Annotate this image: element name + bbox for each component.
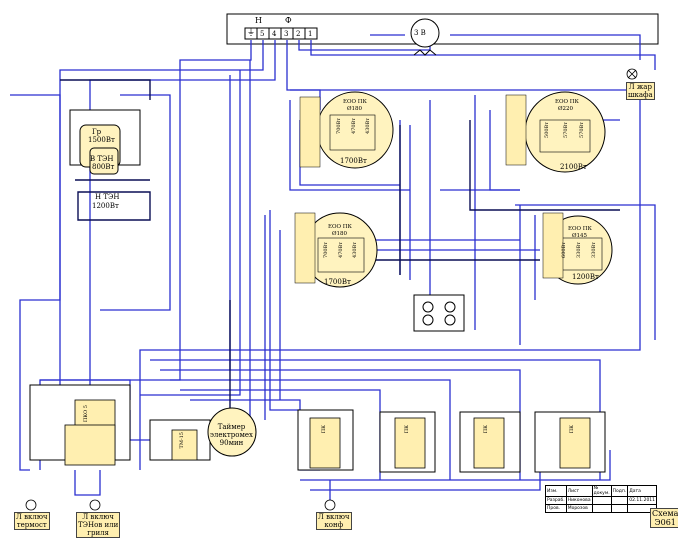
burner-1-coil-3: 430Вт <box>365 118 371 134</box>
oven-elements <box>69 109 151 221</box>
grill-label: Гр <box>92 128 102 136</box>
burner-4-type: ЕОО ПК <box>568 226 592 232</box>
tb-cell: Пров. <box>545 504 567 513</box>
tb-cell: Изм. <box>545 485 567 497</box>
bottom-element-power: 1200Вт <box>92 202 119 210</box>
burner-switch-3-label: ПК <box>483 425 489 434</box>
title-block: Изм. Лист № докум. Подп. Дата Разраб. Ни… <box>545 485 658 513</box>
burner-1-power: 1700Вт <box>340 157 367 165</box>
burner-1-diameter: Ø180 <box>347 106 363 112</box>
fan-motor <box>410 18 440 56</box>
burner-3-coil-2: 470Вт <box>338 242 344 258</box>
burner-2-coil-1: 500Вт <box>544 122 550 138</box>
terminal-pin-1: 1 <box>308 30 313 38</box>
tb-cell: 02.11.2011 <box>627 496 658 505</box>
tb-cell: Разраб. <box>545 496 567 505</box>
bottom-element-label: Н ТЭН <box>95 193 120 201</box>
burner-1-coil-1: 700Вт <box>336 118 342 134</box>
terminal-n-label: Н <box>255 16 262 25</box>
burner-4-diameter: Ø145 <box>572 233 588 239</box>
title-block-row: Разраб. Никонова 02.11.2011 <box>545 496 658 505</box>
top-element-power: 800Вт <box>92 163 115 171</box>
tb-cell <box>610 504 629 513</box>
burner-1-coil-2: 470Вт <box>351 118 357 134</box>
terminal-pin-4: 4 <box>272 30 277 38</box>
title-block-row: Пров. Морозов <box>545 504 658 513</box>
terminal-f-label: Ф <box>285 16 292 25</box>
terminal-pin-2: 2 <box>296 30 301 38</box>
burner-2-coil-2: 570Вт <box>563 122 569 138</box>
burner-4-coil-1: 600Вт <box>561 242 567 258</box>
burner-3-coil-3: 430Вт <box>352 242 358 258</box>
burner-1-type: ЕОО ПК <box>343 99 367 105</box>
relay-block <box>413 294 465 332</box>
terminal-block <box>244 27 318 40</box>
terminal-pin-5: 5 <box>260 30 265 38</box>
title-block-row: Изм. Лист № докум. Подп. Дата <box>545 485 658 497</box>
burner-switch-2-label: ПК <box>404 425 410 434</box>
tb-cell: № докум. <box>591 485 612 497</box>
tb-cell <box>591 504 612 513</box>
tb-cell: Морозов <box>565 504 593 513</box>
ground-icon: ⏚ <box>247 28 255 37</box>
burner-3-diameter: Ø180 <box>332 231 348 237</box>
burner-2-diameter: Ø220 <box>558 106 574 112</box>
tb-cell <box>610 496 629 505</box>
burner-contacts <box>294 94 564 284</box>
burner-4-power: 1200Вт <box>572 273 599 281</box>
burner-4-coil-2: 330Вт <box>576 242 582 258</box>
burner-3-power: 1700Вт <box>324 278 351 286</box>
burner-switch-1-label: ПК <box>321 425 327 434</box>
tb-cell: Лист <box>565 485 593 497</box>
oven-switch-label: ПКО 5 <box>83 405 89 423</box>
fan-label: 3 В <box>414 29 426 37</box>
burner-2-power: 2100Вт <box>560 163 587 171</box>
burner-2-coil-3: 570Вт <box>579 122 585 138</box>
tb-cell <box>591 496 612 505</box>
burner-4-coil-3: 330Вт <box>591 242 597 258</box>
thermostat-label: ТМ-15 <box>179 432 185 449</box>
burner-3-coil-1: 700Вт <box>323 242 329 258</box>
grill-power: 1500Вт <box>88 136 115 144</box>
terminal-pin-3: 3 <box>284 30 289 38</box>
lamp-symbols <box>25 68 638 511</box>
bottom-switches <box>29 384 606 473</box>
burner-2-type: ЕОО ПК <box>555 99 579 105</box>
tb-cell: Никонова <box>565 496 593 505</box>
tb-cell: Подп. <box>610 485 629 497</box>
burner-switch-4-label: ПК <box>569 425 575 434</box>
burner-3-type: ЕОО ПК <box>328 224 352 230</box>
tb-cell: Дата <box>627 485 658 497</box>
top-element-label: В ТЭН <box>90 155 114 163</box>
